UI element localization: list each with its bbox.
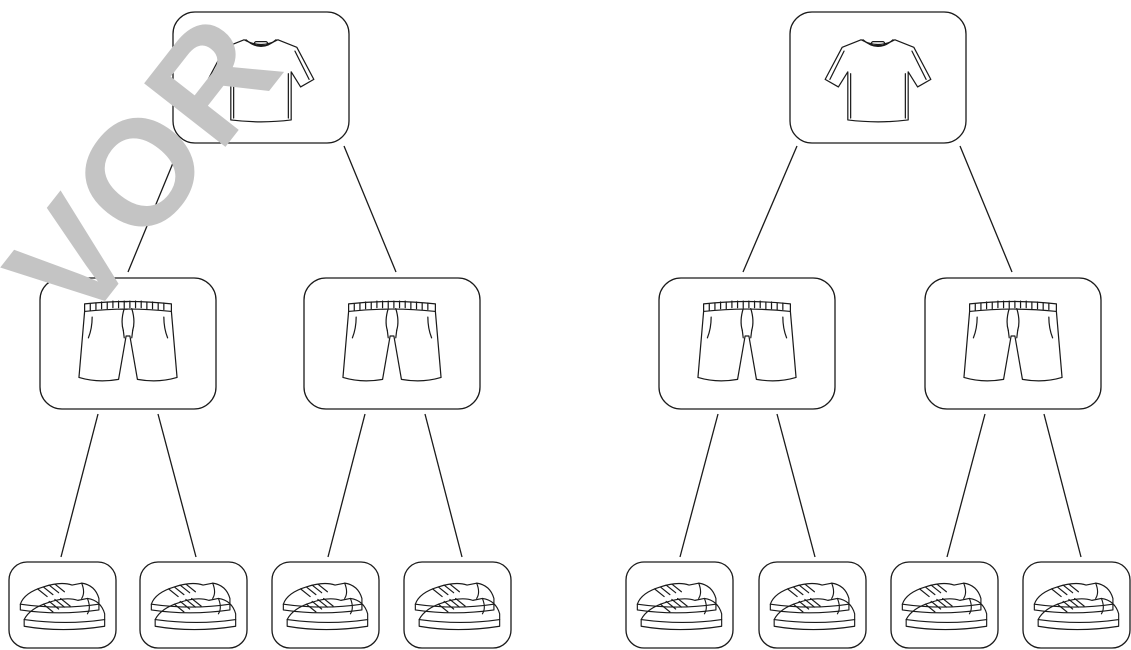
right-tree-shorts-node-2	[925, 278, 1101, 409]
left-tree-shorts-node-2	[304, 278, 480, 409]
right-tree-shorts-node-1-box	[659, 278, 835, 409]
right-tree-edge-mid-1	[680, 414, 718, 557]
left-tree-shoes-node-2	[140, 562, 247, 648]
left-tree-shoes-node-1	[9, 562, 116, 648]
right-tree-shorts-node-1	[659, 278, 835, 409]
left-tree-edge-root-2	[344, 146, 396, 272]
left-tree-edge-root-1	[128, 146, 180, 272]
right-tree-edge-mid-3	[947, 414, 985, 557]
left-tree-shoes-node-3	[272, 562, 379, 648]
right-tree-edge-mid-4	[1044, 414, 1081, 557]
right-tree-shoes-node-3	[891, 562, 998, 648]
left-tree-edge-mid-3	[328, 414, 365, 557]
left-tree-shorts-node-1-box	[40, 278, 216, 409]
left-tree-shorts-node-1	[40, 278, 216, 409]
left-tree-root-node-box	[173, 12, 349, 143]
left-tree-edge-mid-2	[158, 414, 196, 557]
left-tree-shoes-node-4	[404, 562, 511, 648]
left-tree-edge-mid-1	[61, 414, 98, 557]
right-tree-root-node	[790, 12, 966, 143]
right-tree-root-node-box	[790, 12, 966, 143]
right-tree-shoes-node-4	[1023, 562, 1130, 648]
left-tree-root-node	[173, 12, 349, 143]
right-tree-shoes-node-2	[759, 562, 866, 648]
right-tree-shoes-node-1	[626, 562, 733, 648]
right-tree-shorts-node-2-box	[925, 278, 1101, 409]
right-tree-edge-root-2	[960, 146, 1012, 272]
left-tree-edge-mid-4	[425, 414, 462, 557]
right-tree-edge-root-1	[743, 146, 797, 272]
right-tree-edge-mid-2	[777, 414, 815, 557]
left-tree-shorts-node-2-box	[304, 278, 480, 409]
